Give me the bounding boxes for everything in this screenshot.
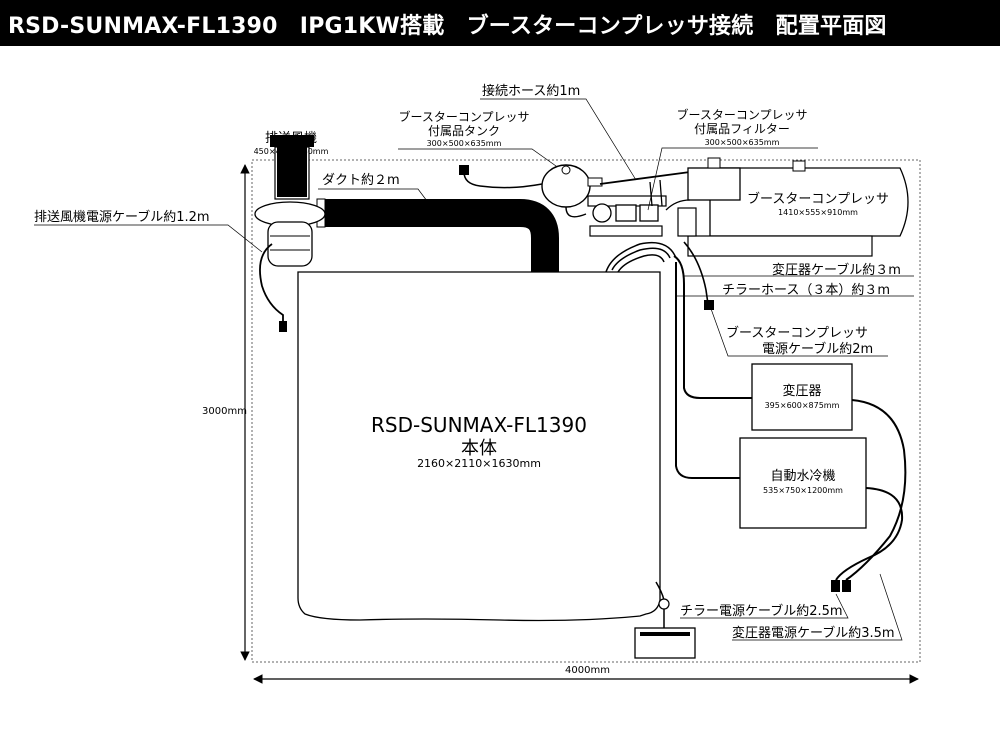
transformer-cable: [673, 255, 752, 399]
exhaust-fan-plug: [279, 321, 287, 332]
chiller-hose-label: チラーホース（３本）約３m: [722, 283, 890, 298]
filter-gauge: [592, 203, 612, 223]
transformer-power-cable: [845, 399, 907, 581]
transformer-size: 395×600×875mm: [765, 401, 840, 410]
compressor-power-plug: [704, 300, 714, 310]
filter-size: 300×500×635mm: [705, 138, 780, 147]
chiller-power-cable-leader: [680, 593, 849, 619]
tank-drain-hose: [565, 206, 587, 218]
chiller-box: [739, 437, 867, 529]
main-unit-model: RSD-SUNMAX-FL1390: [371, 413, 587, 437]
transformer-power-cable-label: 変圧器電源ケーブル約3.5m: [732, 625, 895, 641]
chiller-label: 自動水冷機: [770, 469, 835, 484]
compressor-power-cable: [683, 241, 709, 305]
duct-label: ダクト約２m: [322, 173, 400, 188]
tank-label-line1: ブースターコンプレッサ: [398, 109, 529, 124]
exhaust-fan-cable-leader: [34, 224, 263, 253]
compressor-body: [709, 167, 909, 237]
transformer-power-cable-leader: [732, 573, 903, 641]
exhaust-fan-motor: [267, 221, 313, 267]
exhaust-fan-size: 450×450×480mm: [254, 147, 329, 156]
tank-side-port: [587, 177, 603, 187]
compressor-motor: [687, 167, 741, 201]
compressor-pipe: [665, 199, 691, 211]
compressor-fitting: [792, 160, 806, 172]
filter-base: [589, 225, 663, 237]
compressor-cable-label-line2: 電源ケーブル約2m: [762, 341, 873, 357]
chiller-hoses: [611, 247, 671, 271]
filter-unit: [639, 204, 659, 222]
duct: [320, 199, 559, 272]
chiller-power-cable-label: チラー電源ケーブル約2.5m: [680, 603, 843, 619]
main-unit-size: 2160×2110×1630mm: [417, 457, 541, 470]
transformer-cable-label: 変圧器ケーブル約３m: [772, 262, 901, 278]
filter-label-line2: 付属品フィルター: [694, 122, 790, 136]
power-box-bar: [640, 632, 690, 636]
chiller-hose-run: [675, 262, 740, 479]
transformer-label: 変圧器: [782, 383, 821, 399]
filter-label-line1: ブースターコンプレッサ: [676, 107, 807, 122]
connection-hose: [599, 171, 691, 185]
exhaust-fan-cable: [259, 243, 284, 322]
tank-label-line2: 付属品タンク: [428, 124, 500, 138]
transformer-power-plug: [842, 580, 851, 592]
compressor-fitting: [707, 157, 721, 169]
tank-valve: [561, 165, 571, 175]
page-title: RSD-SUNMAX-FL1390 IPG1KW搭載 ブースターコンプレッサ接続…: [8, 14, 887, 39]
compressor-size: 1410×555×910mm: [778, 208, 858, 217]
tank-cable: [463, 171, 543, 189]
height-dimension-label: 3000mm: [202, 406, 247, 417]
compressor-cable-leader: [709, 305, 888, 357]
chiller-hoses: [605, 241, 677, 273]
floor-area: [251, 159, 921, 663]
connection-hose-label: 接続ホース約1m: [482, 83, 580, 99]
main-unit-cable-end: [658, 598, 670, 610]
tank-cable-plug: [459, 165, 469, 175]
filter-leader: [647, 147, 818, 211]
exhaust-fan-column-fill: [277, 147, 307, 197]
connection-hose-leader: [480, 98, 637, 181]
transformer-box: [751, 363, 853, 431]
title-bar: RSD-SUNMAX-FL1390 IPG1KW搭載 ブースターコンプレッサ接続…: [0, 0, 1000, 46]
main-unit-name: 本体: [461, 438, 497, 459]
exhaust-fan-label: 排送風機: [265, 131, 317, 146]
exhaust-fan-top-block: [270, 135, 314, 147]
exhaust-fan-cable-label: 排送風機電源ケーブル約1.2m: [34, 209, 210, 225]
chiller-size: 535×750×1200mm: [763, 486, 843, 495]
chiller-hoses: [617, 254, 665, 273]
chiller-power-cable: [835, 487, 904, 581]
filter-unit: [615, 204, 637, 222]
width-dimension-label: 4000mm: [565, 665, 610, 676]
filter-hose: [649, 179, 663, 207]
compressor-side-box: [677, 207, 697, 237]
chiller-power-plug: [831, 580, 840, 592]
duct-leader: [318, 188, 431, 206]
tank-leader: [398, 148, 557, 167]
main-unit-body: [297, 271, 661, 622]
compressor-label: ブースターコンプレッサ: [747, 191, 889, 207]
tank-size: 300×500×635mm: [427, 139, 502, 148]
compressor-base: [687, 235, 873, 257]
compressor-cable-label-line1: ブースターコンプレッサ: [726, 325, 868, 341]
